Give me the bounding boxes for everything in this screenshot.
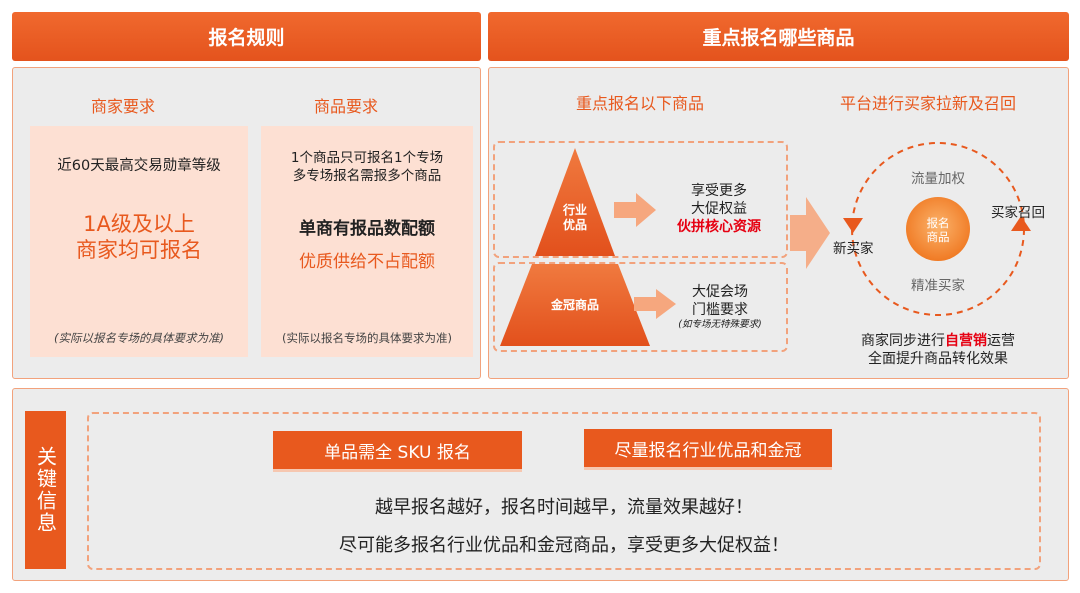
focus-right-title: 平台进行买家拉新及召回 — [839, 94, 1016, 113]
header-focus-products: 重点报名哪些商品 — [488, 12, 1069, 61]
prefer-premium-tag-text: 尽量报名行业优品和金冠 — [614, 440, 802, 461]
key-info-line1: 越早报名越好，报名时间越早，流量效果越好！ — [375, 497, 753, 518]
product-requirements-title: 商品要求 — [313, 97, 378, 116]
buyer-cycle-diagram — [843, 142, 1031, 316]
summary-highlight: 自营销 — [945, 333, 987, 349]
tier2-benefit-note: (如专场无特殊要求) — [678, 319, 762, 330]
key-info-tab: 关键信息 — [25, 411, 66, 569]
summary-post: 运营 — [987, 333, 1015, 349]
tier1-arrow-icon — [614, 193, 656, 227]
merchant-requirements-title: 商家要求 — [90, 97, 155, 116]
tier1-benefit-highlight: 伙拼核心资源 — [677, 219, 761, 235]
merchant-big1: 1A级及以上 — [83, 212, 195, 236]
merchant-requirements-box: 近60天最高交易勋章等级 1A级及以上 商家均可报名 (实际以报名专场的具体要求… — [30, 126, 248, 357]
cycle-left-arrowhead — [843, 218, 863, 233]
cycle-label-bottom: 精准买家 — [911, 278, 965, 294]
tier2-benefit-line2: 门槛要求 — [692, 302, 748, 318]
key-info-dashed-box — [87, 412, 1041, 570]
tier2-arrow-icon — [634, 289, 676, 319]
tier1-label: 行业 优品 — [545, 203, 605, 233]
key-info-panel — [12, 388, 1069, 581]
cycle-center-line2: 商品 — [926, 230, 950, 244]
key-info-tab-text: 关键信息 — [33, 446, 58, 534]
tier2-label: 金冠商品 — [550, 298, 599, 312]
focus-summary-line2: 全面提升商品转化效果 — [868, 351, 1008, 367]
product-line1: 1个商品只可报名1个专场 — [290, 150, 444, 166]
product-big1: 单商有报品数配额 — [299, 219, 435, 239]
tier2-benefits: 大促会场 门槛要求 (如专场无特殊要求) — [668, 283, 772, 331]
pyramid-graphic — [500, 148, 650, 346]
header-focus-text: 重点报名哪些商品 — [702, 27, 855, 49]
prefer-premium-tag: 尽量报名行业优品和金冠 — [584, 429, 832, 467]
focus-left-title: 重点报名以下商品 — [575, 94, 704, 113]
tier2-dashed-box — [493, 262, 788, 352]
product-big2: 优质供给不占配额 — [299, 252, 435, 272]
cycle-label-top: 流量加权 — [911, 171, 965, 187]
cycle-label-left: 新买家 — [833, 241, 874, 257]
cycle-center-label: 报名 商品 — [908, 216, 968, 244]
tier1-label-line1: 行业 — [562, 203, 587, 217]
key-info-line2: 尽可能多报名行业优品和金冠商品，享受更多大促权益！ — [339, 535, 789, 556]
tier1-label-line2: 优品 — [562, 218, 587, 232]
summary-pre: 商家同步进行 — [861, 333, 945, 349]
tier1-benefit-line2: 大促权益 — [691, 201, 747, 217]
cycle-label-right: 买家召回 — [991, 205, 1045, 221]
tier1-dashed-box — [493, 141, 788, 258]
full-sku-tag: 单品需全 SKU 报名 — [273, 431, 522, 469]
merchant-big2: 商家均可报名 — [76, 238, 202, 262]
merchant-note: (实际以报名专场的具体要求为准) — [54, 331, 224, 345]
full-sku-tag-text: 单品需全 SKU 报名 — [324, 442, 471, 463]
focus-summary: 商家同步进行自营销运营 全面提升商品转化效果 — [818, 332, 1058, 368]
merchant-line1: 近60天最高交易勋章等级 — [57, 158, 221, 174]
product-requirements-box: 1个商品只可报名1个专场 多专场报名需报多个商品 单商有报品数配额 优质供给不占… — [261, 126, 473, 357]
tier2-benefit-line1: 大促会场 — [692, 284, 748, 300]
cycle-center-line1: 报名 — [926, 216, 950, 230]
tier1-benefits: 享受更多 大促权益 伙拼核心资源 — [660, 182, 778, 236]
product-note: (实际以报名专场的具体要求为准) — [282, 331, 452, 345]
pyramid-top-tier — [535, 148, 615, 256]
pyramid-bottom-tier — [500, 264, 650, 346]
product-line2: 多专场报名需报多个商品 — [292, 168, 442, 184]
focus-summary-line1: 商家同步进行自营销运营 — [818, 332, 1058, 350]
big-right-arrow-icon — [790, 197, 830, 269]
header-rules: 报名规则 — [12, 12, 481, 61]
header-rules-text: 报名规则 — [208, 27, 285, 49]
tier1-benefit-line1: 享受更多 — [691, 183, 747, 199]
cycle-right-arrowhead — [1011, 216, 1031, 231]
cycle-core-circle — [906, 197, 970, 261]
